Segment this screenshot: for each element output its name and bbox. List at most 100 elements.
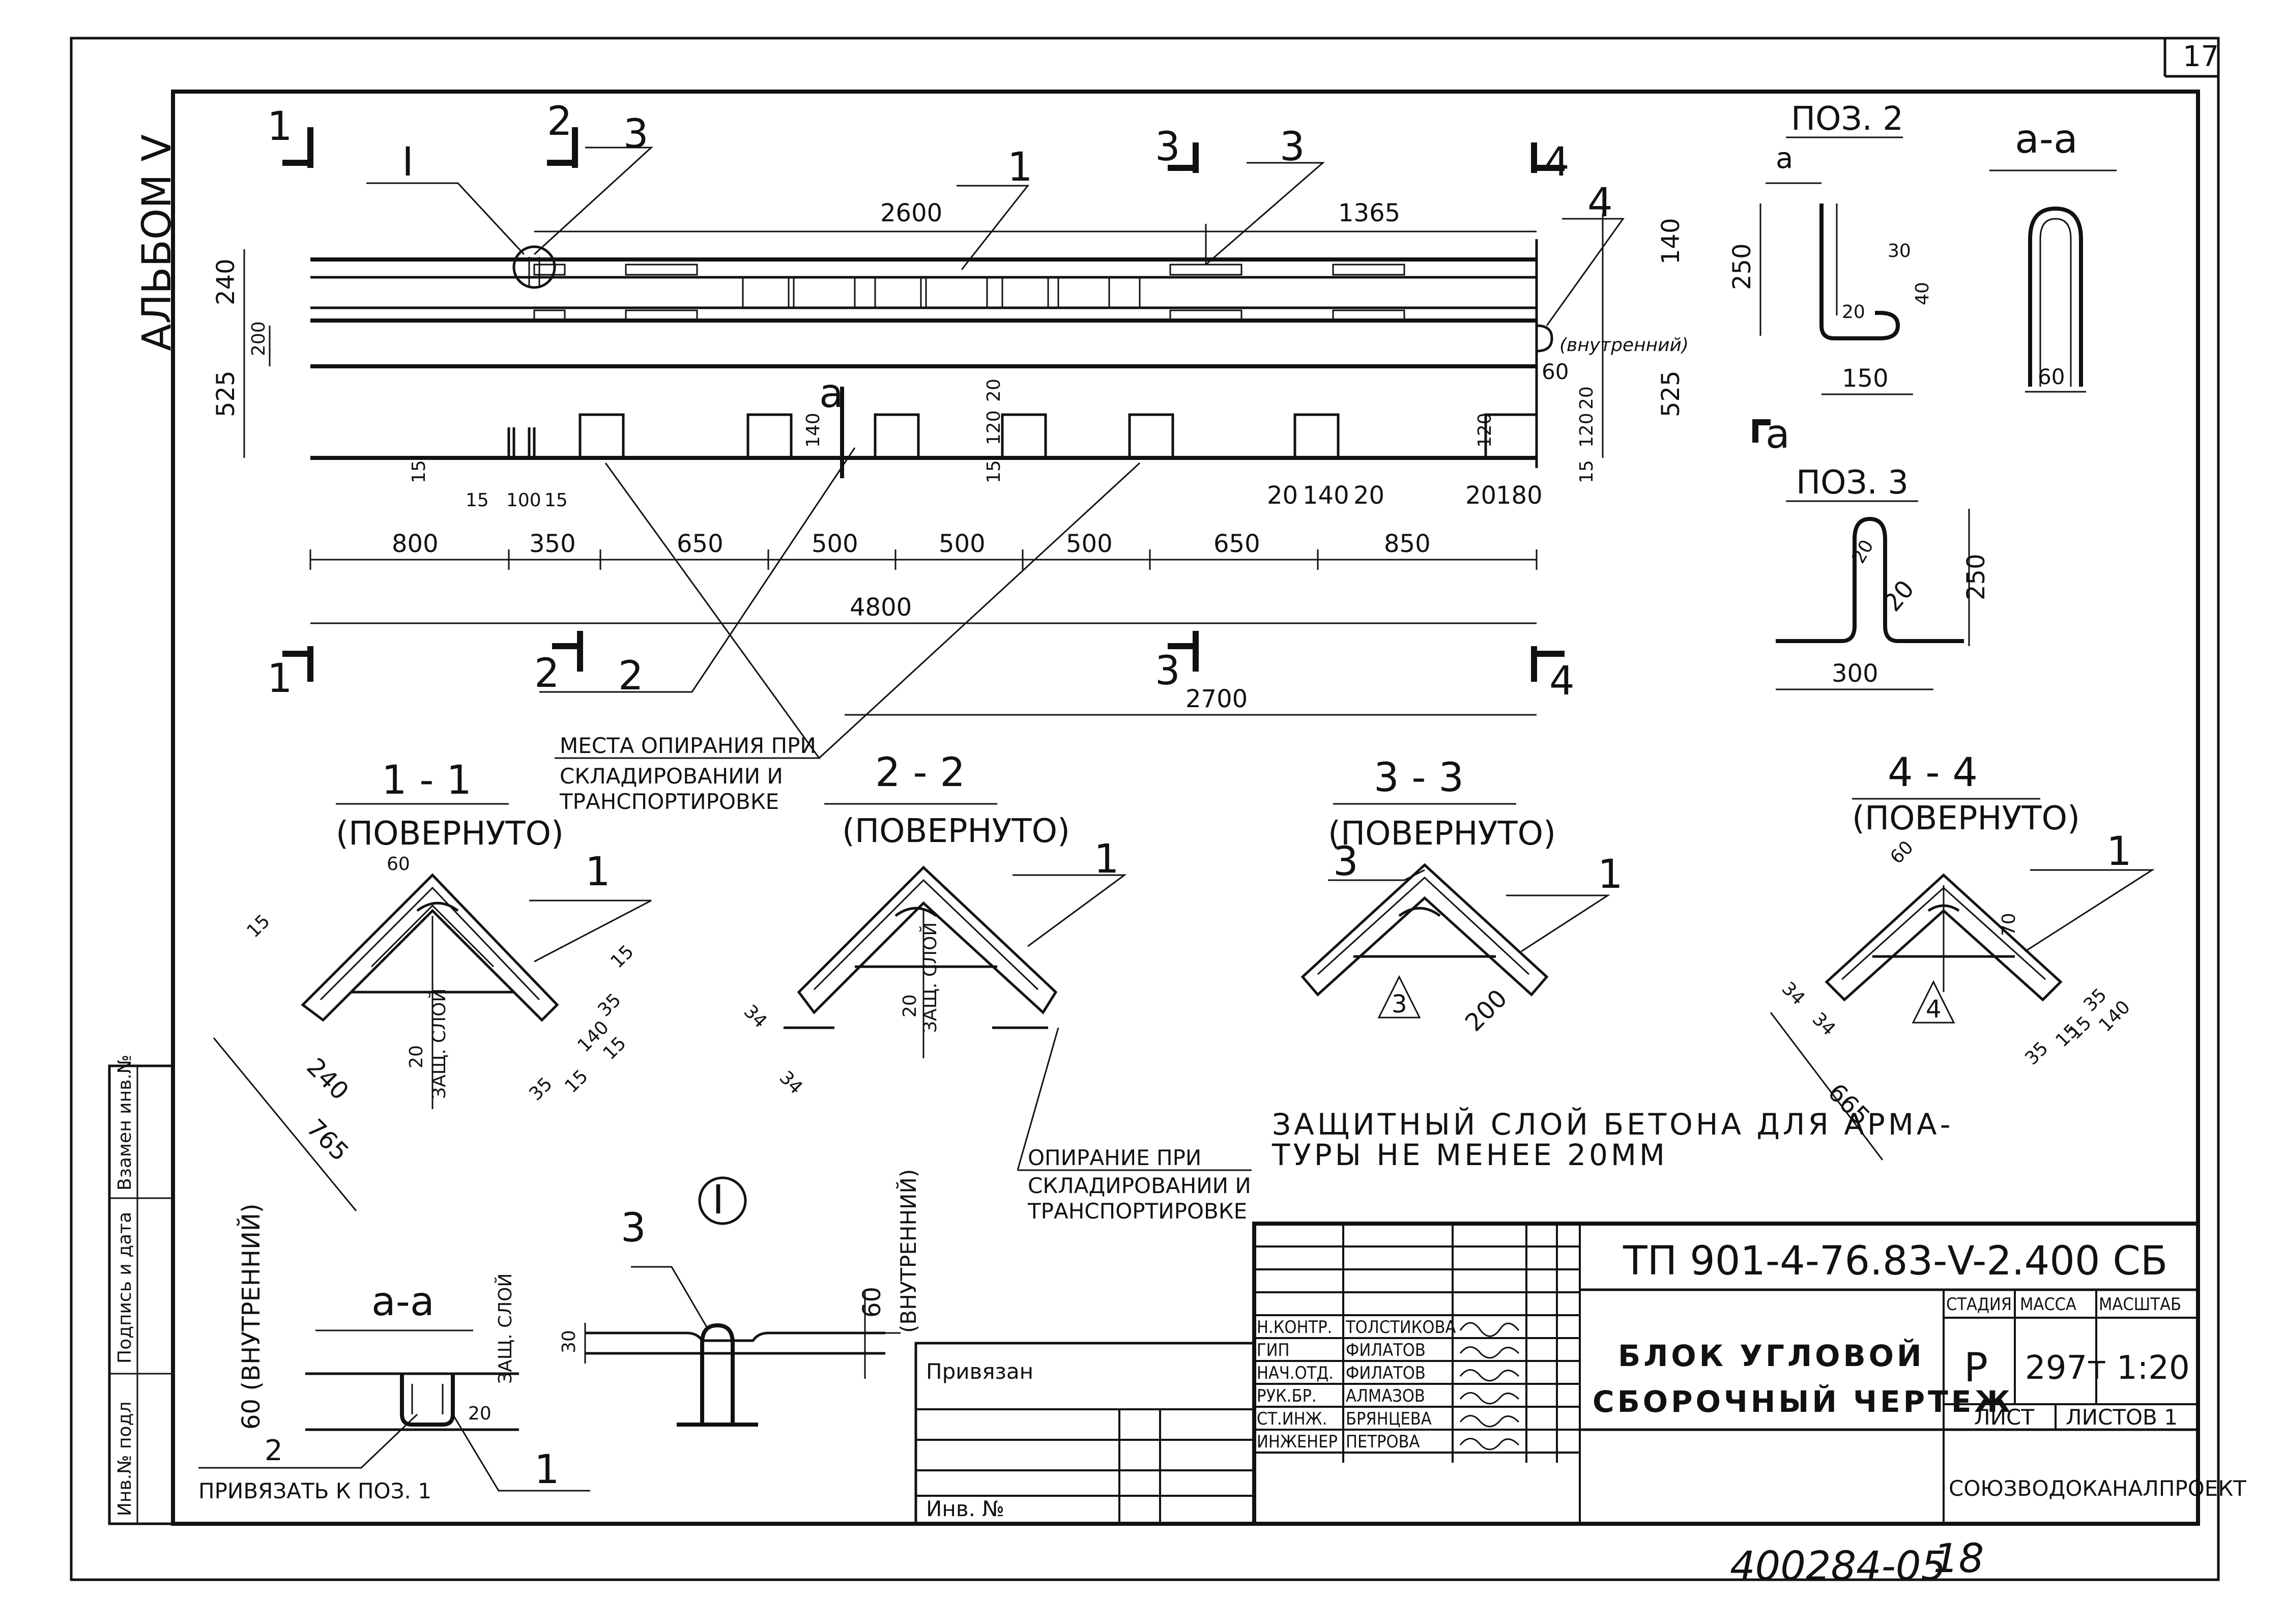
spacing-1: 800 <box>392 530 439 558</box>
dim-2700: 2700 <box>1186 685 1248 713</box>
dim-60-right: 60 <box>1542 359 1569 384</box>
s11-dim-15a: 15 <box>243 911 274 942</box>
page-number: 17 <box>2183 40 2219 73</box>
tb-lists: ЛИСТОВ 1 <box>2066 1405 2178 1430</box>
dim-140-right: 140 <box>1657 218 1685 265</box>
s22-title: 2 - 2 <box>875 750 965 796</box>
section-mark-4-bottom: 4 <box>1549 658 1575 704</box>
aa-bottom-title: a-a <box>371 1279 435 1325</box>
aa-top-title: a-a <box>2015 117 2078 162</box>
section-mark-1-top: 1 <box>267 104 293 150</box>
dim-15-c: 15 <box>466 490 489 511</box>
s11-dim-20: 20 <box>406 1045 427 1068</box>
detail-i-title: I <box>712 1177 724 1223</box>
spacing-7: 650 <box>1213 530 1260 558</box>
plan-internal-note: (внутренний) <box>1559 335 1689 356</box>
aa-top-dim-60: 60 <box>2038 364 2065 389</box>
s11-sub: (ПОВЕРНУТО) <box>336 815 564 853</box>
s33-label-3: 3 <box>1333 839 1358 885</box>
detail-i-dim-30: 30 <box>559 1330 580 1353</box>
callout-a: a <box>819 371 844 417</box>
dim-140-a: 140 <box>803 413 824 448</box>
s11-dim-765: 765 <box>301 1114 354 1167</box>
stamp-replace-inv: Взамен инв.№ <box>114 1055 135 1191</box>
detail-I: I 3 30 60 (ВНУТРЕННИЙ) <box>559 1169 921 1427</box>
dim-2600: 2600 <box>880 199 942 227</box>
tb-code: ТП 901-4-76.83-V-2.400 СБ <box>1623 1238 2167 1284</box>
name-3: АЛМАЗОВ <box>1346 1386 1425 1406</box>
s11-dim-15b: 15 <box>606 941 638 972</box>
album-label: АЛЬБОМ V <box>134 134 180 351</box>
callout-4: 4 <box>1587 180 1613 226</box>
pos2-title: ПОЗ. 2 <box>1791 100 1903 138</box>
s22-sub: (ПОВЕРНУТО) <box>842 813 1070 850</box>
dim-100: 100 <box>506 490 541 511</box>
dim-4800: 4800 <box>850 593 912 622</box>
callout-1: 1 <box>1007 144 1033 190</box>
section-mark-4-top: 4 <box>1544 139 1570 185</box>
dim-140-b: 140 <box>1303 481 1349 510</box>
role-4: СТ.ИНЖ. <box>1257 1409 1327 1429</box>
callout-2: 2 <box>618 653 644 699</box>
spacing-4: 500 <box>812 530 858 558</box>
role-3: РУК.БР. <box>1257 1386 1317 1406</box>
role-0: Н.КОНТР. <box>1257 1317 1332 1338</box>
tb-scale: 1:20 <box>2117 1349 2190 1387</box>
dim-15-e: 15 <box>544 490 568 511</box>
dim-180: 180 <box>1496 481 1543 510</box>
dim-1365: 1365 <box>1338 199 1400 227</box>
dim-240: 240 <box>212 258 240 305</box>
role-5: ИНЖЕНЕР <box>1257 1432 1338 1452</box>
detail-i-dim-60: 60 <box>858 1287 886 1318</box>
support-note2-1: ОПИРАНИЕ ПРИ <box>1028 1145 1201 1170</box>
support-note2-2: СКЛАДИРОВАНИИ И <box>1028 1173 1251 1198</box>
section-mark-2-bottom: 2 <box>534 651 560 697</box>
section-3-3: 3 - 3 (ПОВЕРНУТО) 3 1 3 200 <box>1300 755 1623 1037</box>
dim-15-right: 15 <box>1576 460 1597 483</box>
name-4: БРЯНЦЕВА <box>1346 1409 1432 1429</box>
dim-15-a: 15 <box>984 460 1004 483</box>
s11-dim-35b: 35 <box>525 1074 556 1105</box>
pos2-dim-250: 250 <box>1728 243 1756 290</box>
section-mark-1-bottom: 1 <box>267 656 293 702</box>
support-note2-3: ТРАНСПОРТИРОВКЕ <box>1027 1199 1247 1224</box>
section-mark-2-top: 2 <box>547 99 572 144</box>
s11-cover: ЗАЩ. СЛОЙ <box>428 989 450 1099</box>
pos2-a: a <box>1776 142 1793 175</box>
dim-15-left: 15 <box>409 460 429 483</box>
spacing-6: 500 <box>1066 530 1113 558</box>
section-2-2: 2 - 2 (ПОВЕРНУТО) 1 34 34 20 ЗАЩ. СЛОЙ <box>740 750 1127 1098</box>
s22-dim-34b: 34 <box>775 1067 806 1098</box>
stamp-inv-podl: Инв.№ подл <box>114 1402 135 1516</box>
s44-dim-34b: 34 <box>1808 1008 1839 1039</box>
cover-note-2: ТУРЫ НЕ МЕНЕЕ 20ММ <box>1271 1138 1668 1172</box>
support-note-1: МЕСТА ОПИРАНИЯ ПРИ <box>560 733 816 758</box>
detail-aa-bottom: a-a 60 (ВНУТРЕННИЙ) 20 ЗАЩ. СЛОЙ 2 1 ПРИ… <box>198 1203 590 1503</box>
cover-note-1: ЗАЩИТНЫЙ СЛОЙ БЕТОНА ДЛЯ АРМА- <box>1272 1107 1954 1142</box>
aa-bottom-p2: 2 <box>265 1434 283 1467</box>
outer-frame <box>70 37 2220 1581</box>
dim-20-d: 20 <box>1353 481 1384 510</box>
s11-dim-15d: 15 <box>561 1066 592 1097</box>
s33-dim-200: 200 <box>1460 984 1513 1037</box>
spacing-8: 850 <box>1384 530 1431 558</box>
section-1-1: 1 - 1 (ПОВЕРНУТО) 1 60 15 15 35 140 15 3… <box>213 758 652 1211</box>
spacing-5: 500 <box>939 530 986 558</box>
pos2-dim-150: 150 <box>1842 364 1889 393</box>
tb-mass: 297т <box>2025 1349 2106 1387</box>
aa-bottom-dim-60: 60 (ВНУТРЕННИЙ) <box>237 1203 266 1430</box>
s22-label-1: 1 <box>1094 836 1119 882</box>
s44-label-1: 1 <box>2106 829 2132 875</box>
section-4-4: 4 - 4 (ПОВЕРНУТО) 4 1 60 70 34 34 35 35 … <box>1770 750 2155 1161</box>
tb-org: СОЮЗВОДОКАНАЛПРОЕКТ <box>1949 1476 2246 1501</box>
dim-20-a: 20 <box>984 379 1004 402</box>
detail-aa-top: a-a 60 <box>1989 117 2117 393</box>
role-2: НАЧ.ОТД. <box>1257 1363 1334 1383</box>
pos3-title: ПОЗ. 3 <box>1796 464 1909 502</box>
s44-dim-70: 70 <box>1999 913 2019 936</box>
s44-tri: 4 <box>1926 995 1942 1024</box>
s22-cover: ЗАЩ. СЛОЙ <box>919 922 941 1033</box>
aa-bottom-cover: ЗАЩ. СЛОЙ <box>495 1273 516 1384</box>
detail-pos3: ПОЗ. 3 250 20 20 300 <box>1776 464 1990 690</box>
